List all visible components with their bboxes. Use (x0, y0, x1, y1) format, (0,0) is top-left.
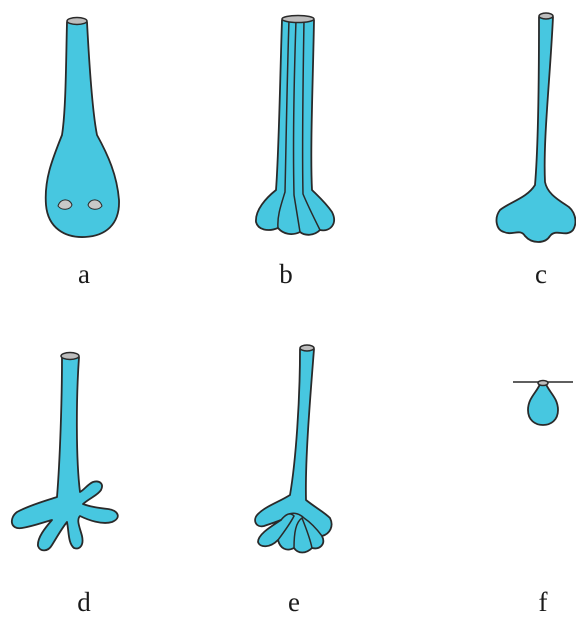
label-c: c (535, 259, 547, 289)
label-f: f (539, 587, 548, 617)
label-d: d (77, 587, 91, 617)
shape-e (255, 345, 331, 553)
shape-d (12, 353, 118, 551)
label-b: b (279, 259, 293, 289)
label-a: a (78, 259, 90, 289)
shape-a (46, 18, 119, 238)
label-e: e (288, 587, 300, 617)
shape-f (513, 381, 573, 426)
shape-b (256, 16, 334, 235)
shape-c (497, 13, 576, 242)
